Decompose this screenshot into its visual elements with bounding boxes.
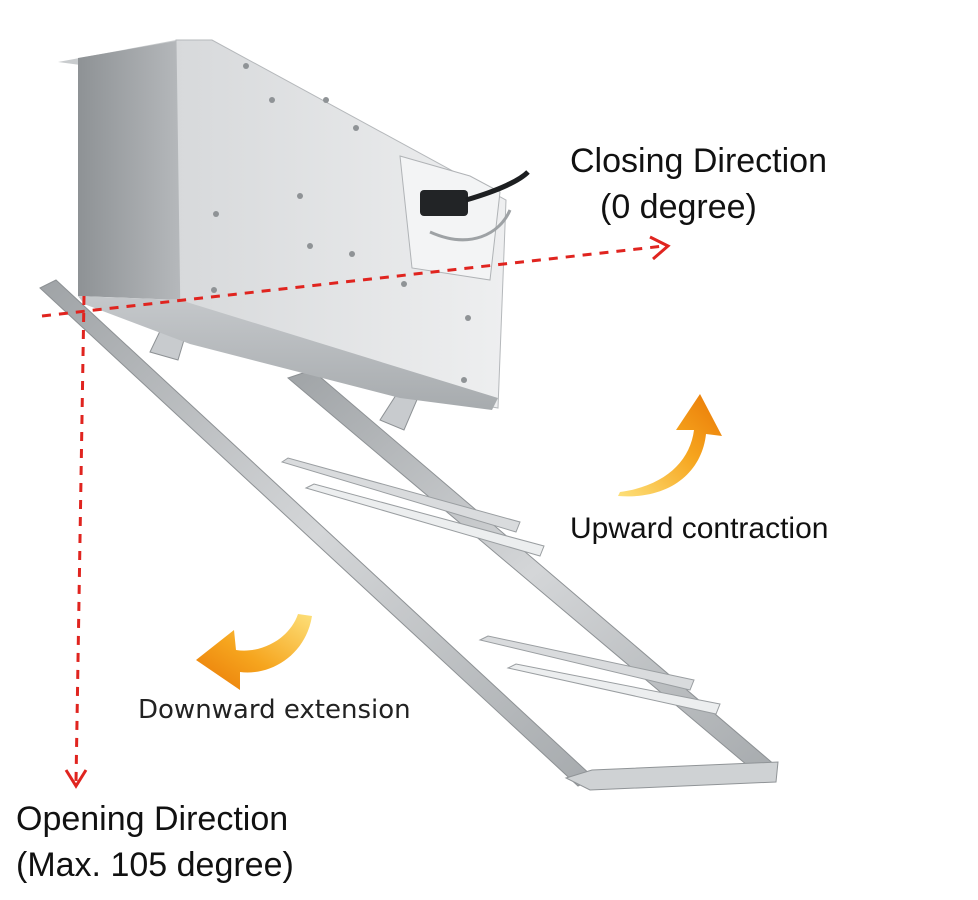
downward-extension-label: Downward extension bbox=[138, 695, 411, 725]
rung-upper-front bbox=[304, 483, 545, 557]
bottom-crossbar bbox=[564, 761, 779, 791]
opening-direction-title: Opening Direction bbox=[16, 800, 289, 838]
curved-arrow-up-icon bbox=[618, 394, 722, 497]
opening-direction-line bbox=[64, 295, 88, 789]
power-cable bbox=[465, 170, 530, 203]
grey-cable bbox=[429, 209, 512, 242]
curved-arrow-down-icon bbox=[196, 614, 312, 690]
closing-direction-degree: (0 degree) bbox=[600, 188, 757, 226]
rung-upper-back bbox=[280, 457, 521, 533]
rung-lower-back bbox=[478, 635, 695, 691]
housing-bottom-face bbox=[78, 296, 498, 410]
closing-direction-line bbox=[41, 235, 671, 318]
opening-direction-degree: (Max. 105 degree) bbox=[16, 846, 294, 884]
rung-lower-front bbox=[506, 663, 721, 715]
screw-holes bbox=[211, 63, 471, 383]
connector-plate bbox=[399, 155, 501, 281]
ladder-frame bbox=[39, 279, 779, 791]
motor-housing bbox=[58, 39, 530, 410]
connector-plug bbox=[420, 190, 468, 216]
upward-contraction-label: Upward contraction bbox=[570, 512, 829, 545]
housing-side-panel bbox=[78, 40, 182, 300]
closing-direction-title: Closing Direction bbox=[570, 142, 827, 180]
